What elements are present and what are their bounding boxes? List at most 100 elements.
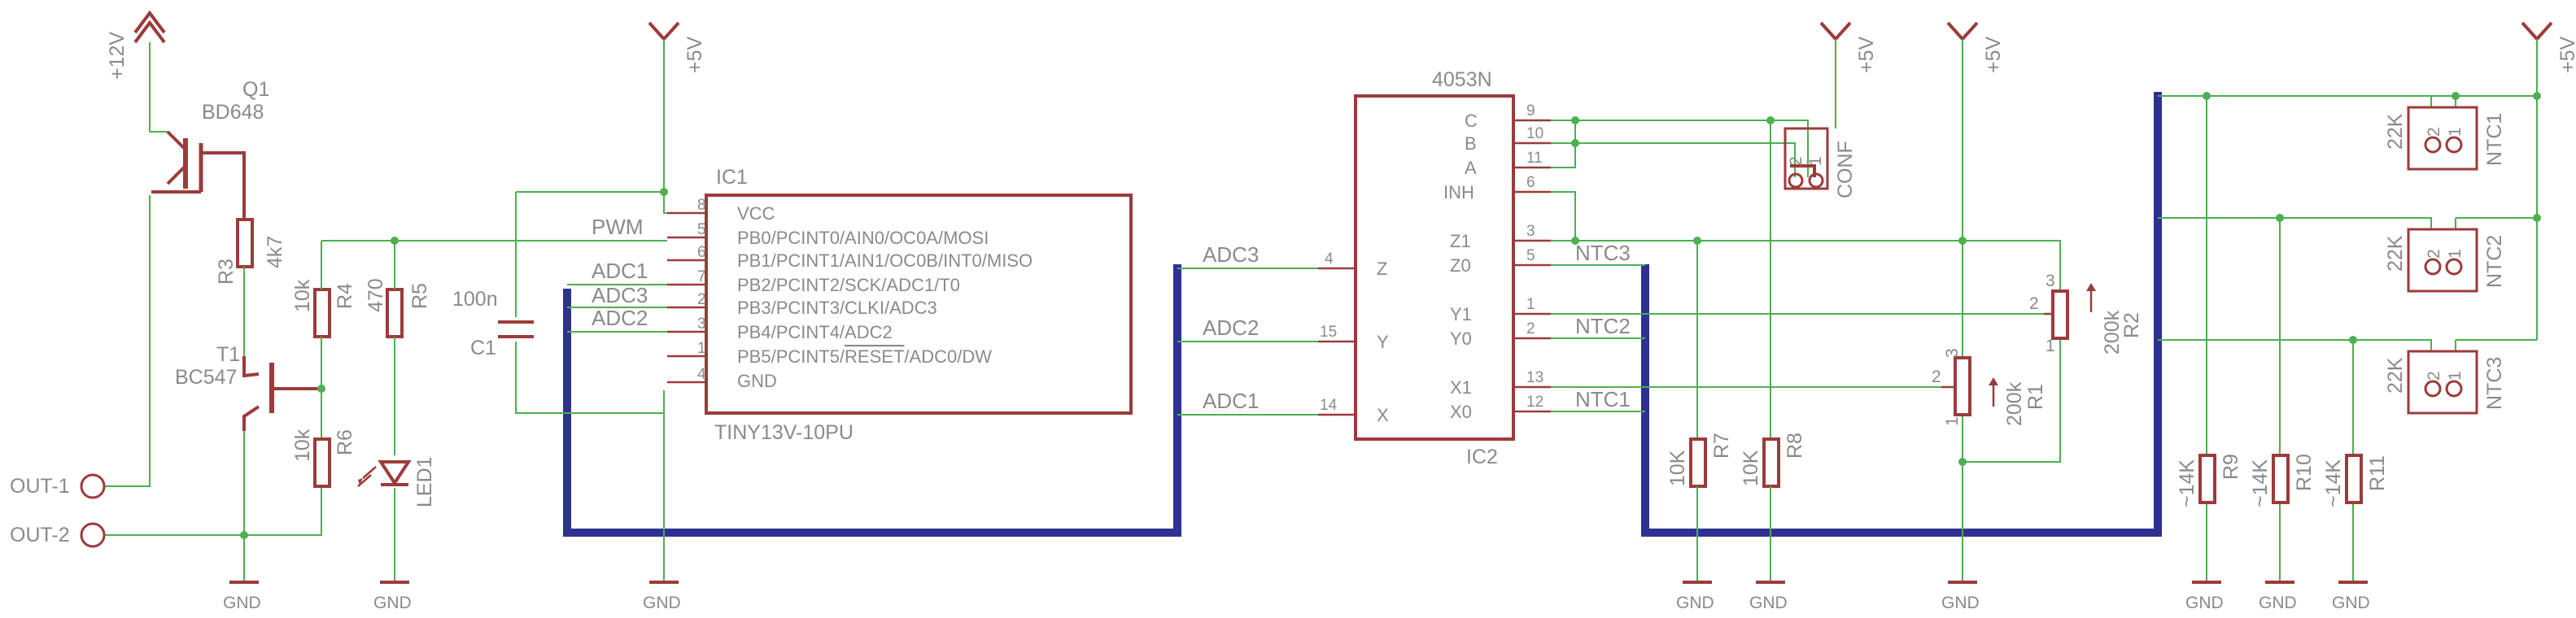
svg-text:1: 1	[697, 340, 706, 357]
trimmer-r1: 2 3 1 200k R1	[1932, 348, 2047, 426]
supply-12v-label: +12V	[106, 32, 129, 80]
svg-text:12: 12	[1526, 394, 1543, 411]
connector-ntc1: 2 1 22K NTC1	[2384, 106, 2506, 171]
q1-ref: Q1	[242, 78, 269, 101]
r11-value: ~14K	[2322, 459, 2345, 507]
out2-label: OUT-2	[10, 524, 70, 546]
resistor-r6: 10k R6	[291, 429, 356, 488]
connector-out2: OUT-2	[10, 522, 106, 548]
svg-text:GND: GND	[2259, 594, 2297, 612]
svg-text:VCC: VCC	[737, 203, 775, 224]
svg-text:7: 7	[697, 268, 706, 285]
supply-5v-ntc: +5V	[2521, 21, 2576, 73]
capacitor-c1: 100n C1	[452, 288, 534, 359]
r5-value: 470	[365, 278, 387, 312]
svg-text:2: 2	[1787, 156, 1805, 166]
svg-text:GND: GND	[1941, 594, 1980, 612]
svg-text:A: A	[1465, 158, 1477, 178]
ic1-value: TINY13V-10PU	[714, 421, 854, 444]
ntc3-value: 22K	[2384, 357, 2407, 394]
gnd-t1: GND	[223, 535, 261, 612]
jumper-conf: 2 1 CONF	[1784, 127, 1857, 198]
led-led1: LED1	[357, 456, 436, 507]
ic2-value: 4053N	[1432, 68, 1492, 91]
svg-text:3: 3	[1526, 223, 1535, 240]
net-adc3-ic2: ADC3	[1203, 242, 1259, 267]
ntc2-value: 22K	[2384, 235, 2407, 272]
svg-text:PB4/PCINT4/ADC2: PB4/PCINT4/ADC2	[737, 322, 893, 342]
svg-text:2: 2	[1526, 320, 1535, 337]
gnd-r11: GND	[2332, 581, 2370, 612]
svg-text:GND: GND	[1749, 594, 1788, 612]
t1-value: BC547	[175, 366, 237, 389]
gnd-r9: GND	[2185, 581, 2224, 612]
ic1-ref: IC1	[716, 166, 748, 189]
r4-value: 10k	[291, 279, 314, 312]
t1-ref: T1	[216, 343, 240, 366]
svg-text:3: 3	[2046, 272, 2055, 290]
r10-value: ~14K	[2249, 459, 2272, 507]
r6-ref: R6	[334, 429, 356, 455]
svg-text:GND: GND	[643, 594, 681, 612]
svg-text:2: 2	[2425, 249, 2443, 259]
net-ntc3-ic2: NTC3	[1575, 241, 1631, 265]
c1-ref: C1	[470, 337, 496, 359]
net-adc1-ic2: ADC1	[1203, 389, 1259, 413]
svg-text:Y: Y	[1377, 332, 1389, 352]
svg-text:1: 1	[1806, 156, 1825, 166]
resistor-r9: ~14K R9	[2176, 454, 2242, 507]
ntc3-ref: NTC3	[2483, 357, 2506, 410]
svg-text:2: 2	[2425, 371, 2443, 381]
ic1-chip: IC1 TINY13V-10PU 8 5 6 7 2 3 1 4 VCC PB0…	[667, 166, 1133, 444]
r5-ref: R5	[408, 283, 431, 309]
conf-ref: CONF	[1834, 141, 1857, 198]
svg-text:6: 6	[697, 244, 706, 261]
resistor-r5: 470 R5	[365, 278, 431, 338]
svg-text:X1: X1	[1450, 377, 1472, 398]
svg-text:PB3/PCINT3/CLKI/ADC3: PB3/PCINT3/CLKI/ADC3	[737, 298, 937, 318]
svg-text:+5V: +5V	[1982, 36, 2005, 73]
ntc2-ref: NTC2	[2483, 235, 2506, 288]
svg-text:10: 10	[1526, 125, 1543, 142]
svg-text:13: 13	[1526, 369, 1543, 386]
svg-text:1: 1	[2446, 249, 2465, 259]
bus-right	[1641, 92, 2162, 537]
gnd-led1: GND	[373, 581, 412, 612]
ntc1-value: 22K	[2384, 113, 2407, 150]
svg-text:1: 1	[1943, 416, 1962, 426]
supply-5v-conf: +5V	[1819, 21, 1878, 73]
svg-text:5: 5	[697, 221, 706, 238]
c1-value: 100n	[452, 288, 498, 311]
r2-ref: R2	[2120, 312, 2143, 338]
svg-text:3: 3	[1943, 348, 1962, 358]
svg-text:GND: GND	[2185, 594, 2224, 612]
svg-text:8: 8	[697, 197, 706, 214]
svg-text:1: 1	[2046, 337, 2055, 355]
svg-text:4: 4	[697, 366, 706, 383]
svg-text:X: X	[1377, 405, 1389, 425]
svg-text:Y0: Y0	[1450, 329, 1472, 349]
r3-ref: R3	[215, 259, 238, 285]
svg-text:Z0: Z0	[1450, 255, 1471, 276]
svg-text:4: 4	[1325, 250, 1334, 268]
net-adc2-ic2: ADC2	[1203, 316, 1259, 340]
resistor-r7: 10K R7	[1666, 433, 1733, 488]
r9-value: ~14K	[2176, 459, 2198, 507]
svg-text:2: 2	[2029, 294, 2039, 313]
svg-text:GND: GND	[223, 594, 261, 612]
supply-5v-ic1: +5V	[648, 21, 706, 73]
net-ntc1-ic2: NTC1	[1575, 387, 1631, 411]
svg-text:14: 14	[1320, 397, 1338, 414]
resistor-r8: 10K R8	[1740, 433, 1806, 488]
svg-text:+5V: +5V	[1855, 36, 1878, 73]
svg-text:GND: GND	[2332, 594, 2370, 612]
transistor-t1: T1 BC547	[175, 343, 321, 431]
ntc1-ref: NTC1	[2483, 113, 2506, 166]
r6-value: 10k	[291, 429, 314, 462]
supply-5v-trim: +5V	[1946, 21, 2005, 73]
r4-ref: R4	[334, 283, 356, 309]
svg-text:X0: X0	[1450, 402, 1472, 422]
r7-ref: R7	[1710, 433, 1733, 459]
gnd-r7: GND	[1676, 581, 1714, 612]
